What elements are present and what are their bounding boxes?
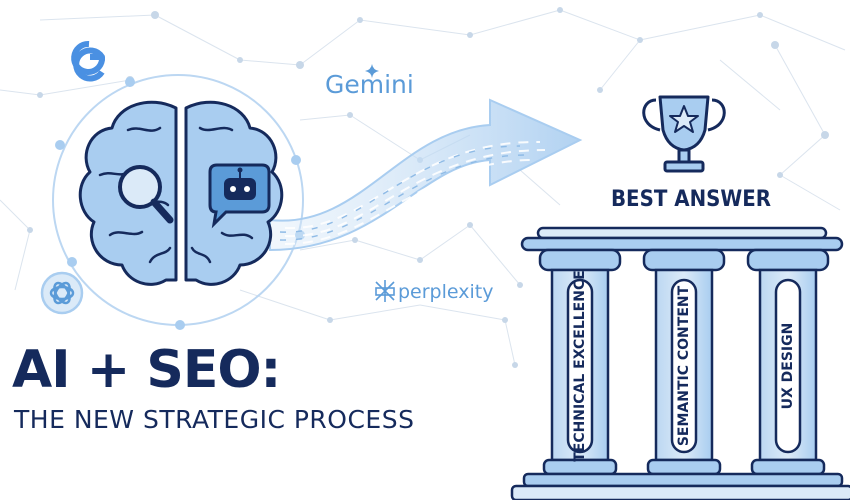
pillar-technical-excellence: [538, 248, 622, 476]
temple: [510, 226, 850, 500]
magnifier-icon: [118, 165, 174, 224]
trophy-icon: [642, 95, 726, 173]
page-subtitle: THE NEW STRATEGIC PROCESS: [14, 405, 415, 434]
perplexity-logo-text: perplexity: [398, 281, 494, 303]
pillar-ux-design: [746, 248, 830, 476]
openai-knot-icon: [40, 271, 84, 315]
google-icon: [71, 41, 105, 82]
network-background: [0, 9, 846, 366]
pillar-label-ux-design: UX DESIGN: [780, 322, 796, 410]
flow-arrow-icon: [269, 98, 583, 252]
best-answer-caption: BEST ANSWER: [610, 187, 772, 212]
pillar-semantic-content: [642, 248, 726, 476]
page-title: AI + SEO:: [12, 340, 281, 400]
pillar-label-technical-excellence: TECHNICAL EXCELLENCE: [572, 270, 588, 462]
pillar-label-semantic-content: SEMANTIC CONTENT: [676, 285, 692, 447]
perplexity-icon: [375, 280, 395, 302]
gemini-logo-text: Gemini: [325, 70, 414, 99]
robot-chat-icon: [208, 163, 271, 229]
gemini-sparkle-icon: [365, 64, 379, 78]
